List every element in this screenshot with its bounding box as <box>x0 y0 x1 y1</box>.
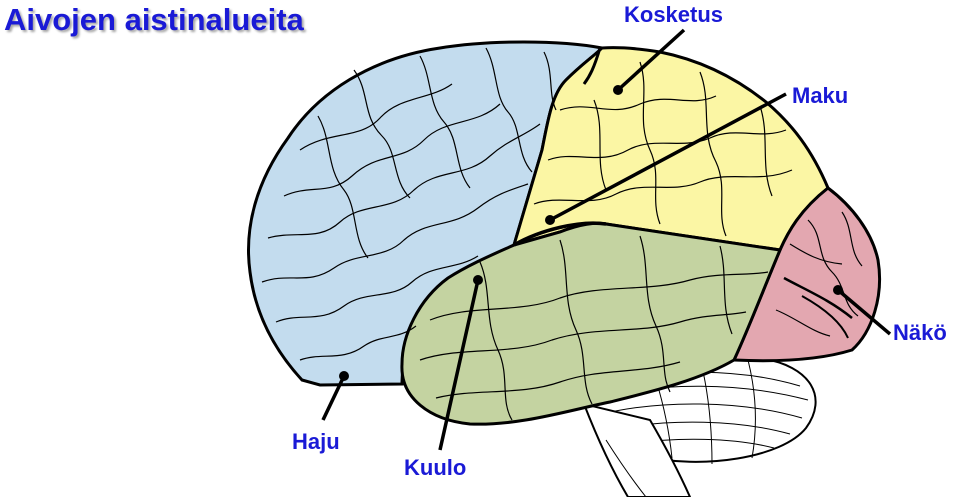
nako-pointer-line <box>836 288 892 336</box>
haju-dot <box>339 371 349 381</box>
pointer-lines <box>321 28 892 451</box>
temporal-gyri <box>419 235 769 421</box>
label-nako: Näkö <box>893 320 947 345</box>
page-title: Aivojen aistinalueita <box>4 2 304 37</box>
haju-pointer-line <box>321 375 346 421</box>
label-haju: Haju <box>292 429 340 454</box>
kuulo-pointer-line <box>438 279 480 451</box>
maku-dot <box>545 215 555 225</box>
maku-pointer-line <box>549 92 787 222</box>
nako-dot <box>833 285 843 295</box>
parietal-gyri <box>533 61 793 237</box>
kuulo-dot <box>473 275 483 285</box>
label-maku: Maku <box>792 83 849 108</box>
label-kuulo: Kuulo <box>404 455 467 480</box>
kosketus-pointer-line <box>616 28 686 92</box>
kosketus-dot <box>613 85 623 95</box>
frontal-gyri <box>261 47 557 361</box>
occipital-gyri <box>775 211 863 337</box>
label-kosketus: Kosketus <box>624 2 724 27</box>
temporal-lobe <box>400 221 783 426</box>
